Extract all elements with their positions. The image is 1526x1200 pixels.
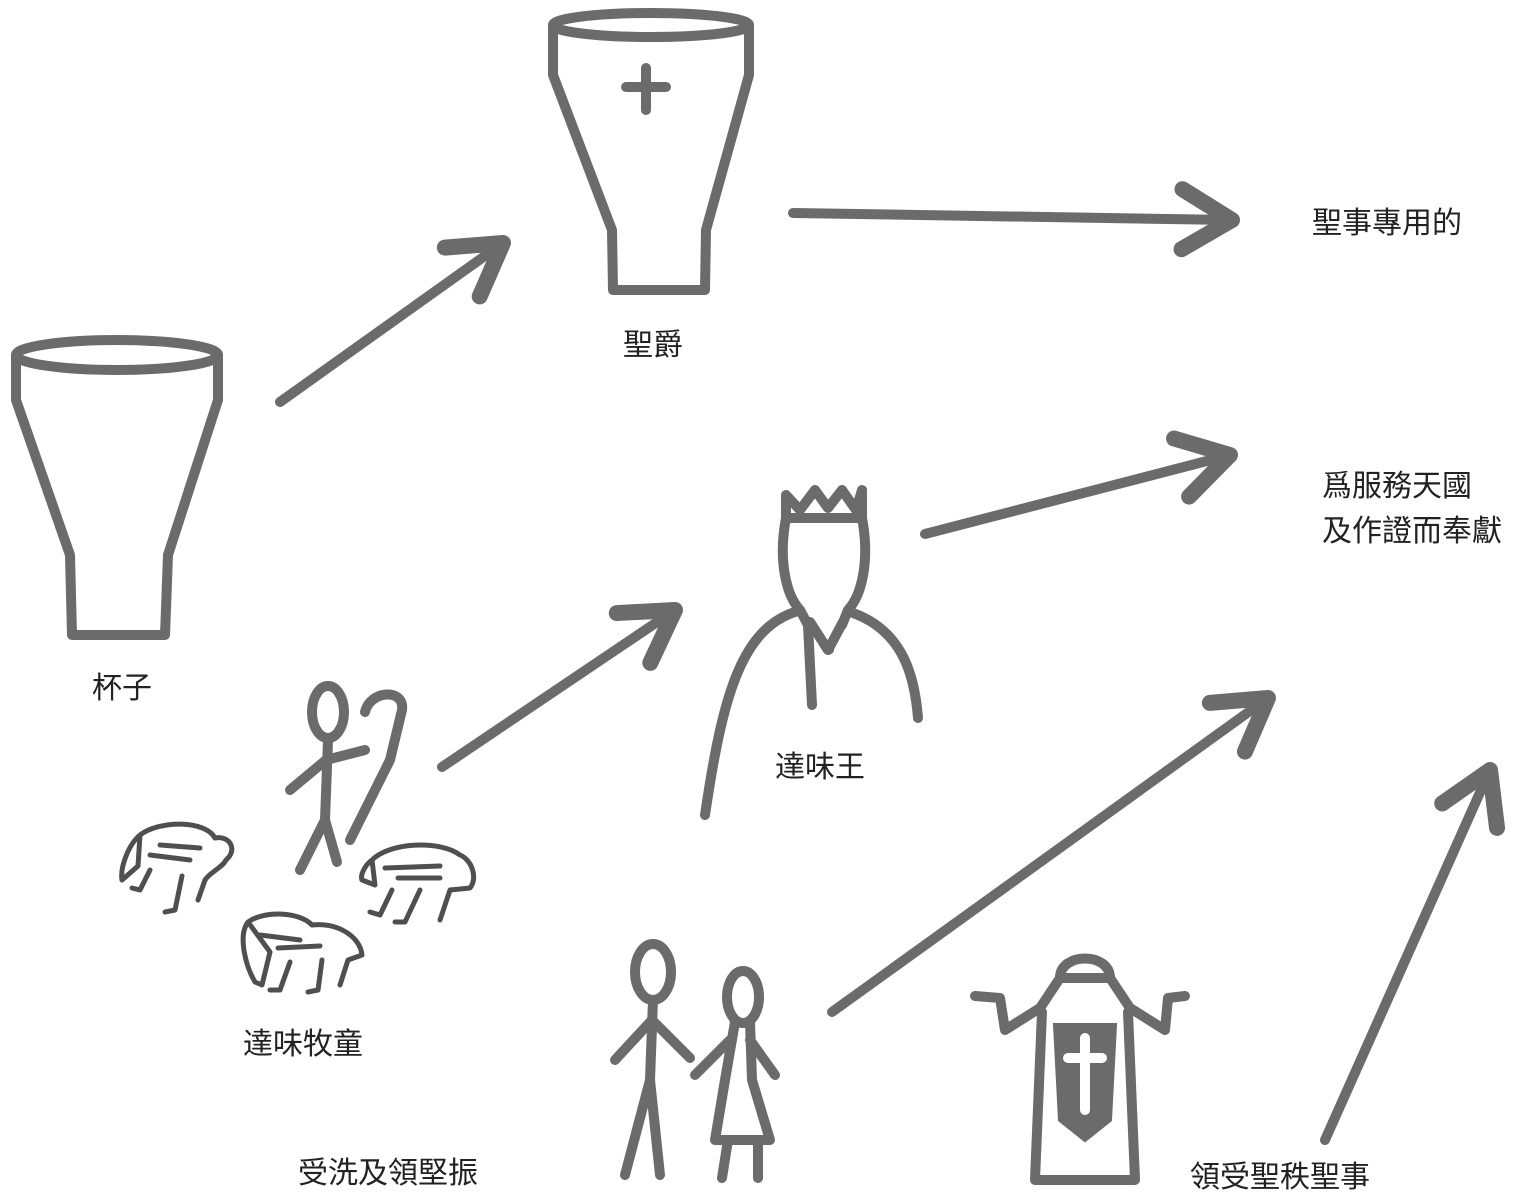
arrow-shepherd-to-king [437, 602, 683, 772]
chalice-label: 聖爵 [623, 328, 683, 363]
arrow-orders-to-consecrated [1320, 762, 1506, 1145]
sacred-use-label: 聖事專用的 [1312, 206, 1462, 241]
holy-orders-label: 領受聖秩聖事 [1190, 1160, 1370, 1195]
crown-icon [781, 485, 867, 523]
sheep-icon [240, 911, 365, 995]
priest-icon [970, 953, 1190, 1185]
cup-icon [11, 335, 223, 640]
sheep-icon [359, 842, 477, 925]
king-icon [700, 485, 923, 820]
arrow-baptism-to-consecrated [827, 690, 1276, 1017]
arrow-cup-to-chalice [275, 235, 511, 407]
cross-icon [621, 63, 671, 115]
king-david-label: 達味王 [775, 750, 865, 785]
sheep-icon [119, 821, 235, 915]
arrow-chalice-to-sacred-use [788, 181, 1240, 258]
consecrated-label-line2: 及作證而奉獻 [1322, 514, 1502, 549]
baptism-confirmation-label: 受洗及領堅振 [298, 1156, 478, 1191]
couple-icon [610, 939, 780, 1183]
shepherd-icon [285, 681, 408, 875]
consecrated-label-line1: 爲服務天國 [1322, 469, 1472, 504]
shepherd-david-label: 達味牧童 [243, 1027, 363, 1062]
chalice-icon [548, 8, 754, 295]
cup-label: 杯子 [92, 671, 152, 706]
arrow-king-to-consecrated [920, 430, 1238, 539]
